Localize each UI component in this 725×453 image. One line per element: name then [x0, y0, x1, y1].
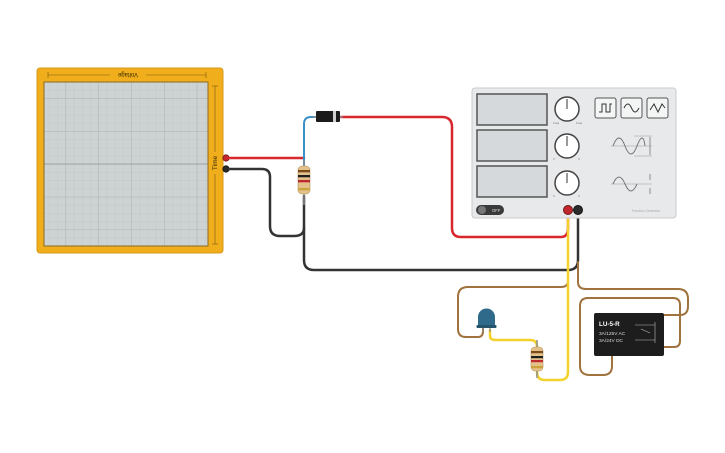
resistor-band: [531, 366, 543, 369]
wire-black-scope[interactable]: [227, 167, 306, 238]
resistor-band: [298, 180, 310, 183]
oscilloscope[interactable]: Voltage Time: [36, 67, 230, 254]
resistor-1[interactable]: [297, 160, 311, 205]
relay[interactable]: LU-5-R 3A/125V AC 3A/24V DC: [594, 313, 664, 356]
triangle-wave-button[interactable]: [646, 97, 669, 119]
display-frequency: [476, 93, 548, 126]
knob-max-label: V: [578, 157, 580, 161]
top-label-bg: [110, 70, 146, 79]
relay-body: [594, 313, 664, 356]
wire-brown-1[interactable]: [577, 261, 689, 316]
wire-blue[interactable]: [303, 116, 316, 167]
resistor-band: [298, 170, 310, 173]
square-wave-icon: [599, 103, 612, 113]
led-rim: [476, 325, 497, 328]
power-switch[interactable]: OFF: [476, 205, 504, 215]
wire-black-generator[interactable]: [302, 209, 580, 272]
sine-wave-icon: [623, 103, 640, 113]
square-wave-button[interactable]: [594, 97, 617, 119]
side-label-bg: [211, 152, 220, 174]
knob-min-label: V: [553, 157, 555, 161]
resistor-band: [531, 351, 543, 354]
wire-brown-2[interactable]: [579, 297, 681, 376]
oscilloscope-screen-border: [43, 81, 209, 247]
relay-model: LU-5-R: [599, 321, 620, 328]
diode-body: [316, 111, 340, 122]
sine-wave-icon: [612, 137, 646, 155]
power-switch-knob: [478, 206, 486, 214]
resistor-band: [531, 356, 543, 359]
sine-wave-icon: [612, 176, 638, 192]
function-generator[interactable]: Freq Freq V V V V: [471, 87, 677, 219]
knob-offset[interactable]: [554, 170, 580, 196]
generator-negative-terminal[interactable]: [573, 205, 583, 215]
offset-diagram: [611, 174, 652, 194]
knob-max-label: V: [578, 194, 580, 198]
wire-brown-3[interactable]: [457, 261, 569, 338]
wire-red-generator[interactable]: [339, 115, 570, 239]
diode-cathode-band: [333, 111, 336, 122]
relay-rating-ac: 3A/125V AC: [599, 331, 626, 337]
sine-wave-button[interactable]: [620, 97, 643, 119]
triangle-wave-icon: [649, 103, 666, 114]
relay-rating-dc: 3A/24V DC: [599, 338, 624, 344]
led[interactable]: [476, 308, 497, 333]
oscilloscope-voltage-label: Voltage: [117, 71, 138, 77]
led-body: [478, 308, 495, 326]
diode[interactable]: [313, 111, 343, 122]
wire-yellow-2[interactable]: [488, 328, 539, 351]
knob-amplitude[interactable]: [554, 133, 580, 159]
resistor-band: [298, 175, 310, 178]
knob-min-label: Freq: [553, 121, 560, 125]
generator-positive-terminal[interactable]: [563, 205, 573, 215]
oscilloscope-time-label: Time: [212, 156, 219, 171]
knob-frequency[interactable]: [554, 96, 580, 122]
resistor-2[interactable]: [530, 340, 544, 378]
knob-min-label: V: [553, 194, 555, 198]
knob-max-label: Freq: [576, 121, 583, 125]
resistor-band: [531, 360, 543, 363]
display-amplitude: [476, 129, 548, 162]
power-switch-label: OFF: [492, 208, 501, 213]
relay-schematic-icon: [635, 322, 656, 343]
function-generator-brand: Function Generator: [632, 209, 661, 213]
resistor-band: [298, 188, 310, 191]
display-offset: [476, 165, 548, 198]
wave-button-frame: [646, 97, 669, 119]
amplitude-diagram: [611, 135, 652, 157]
